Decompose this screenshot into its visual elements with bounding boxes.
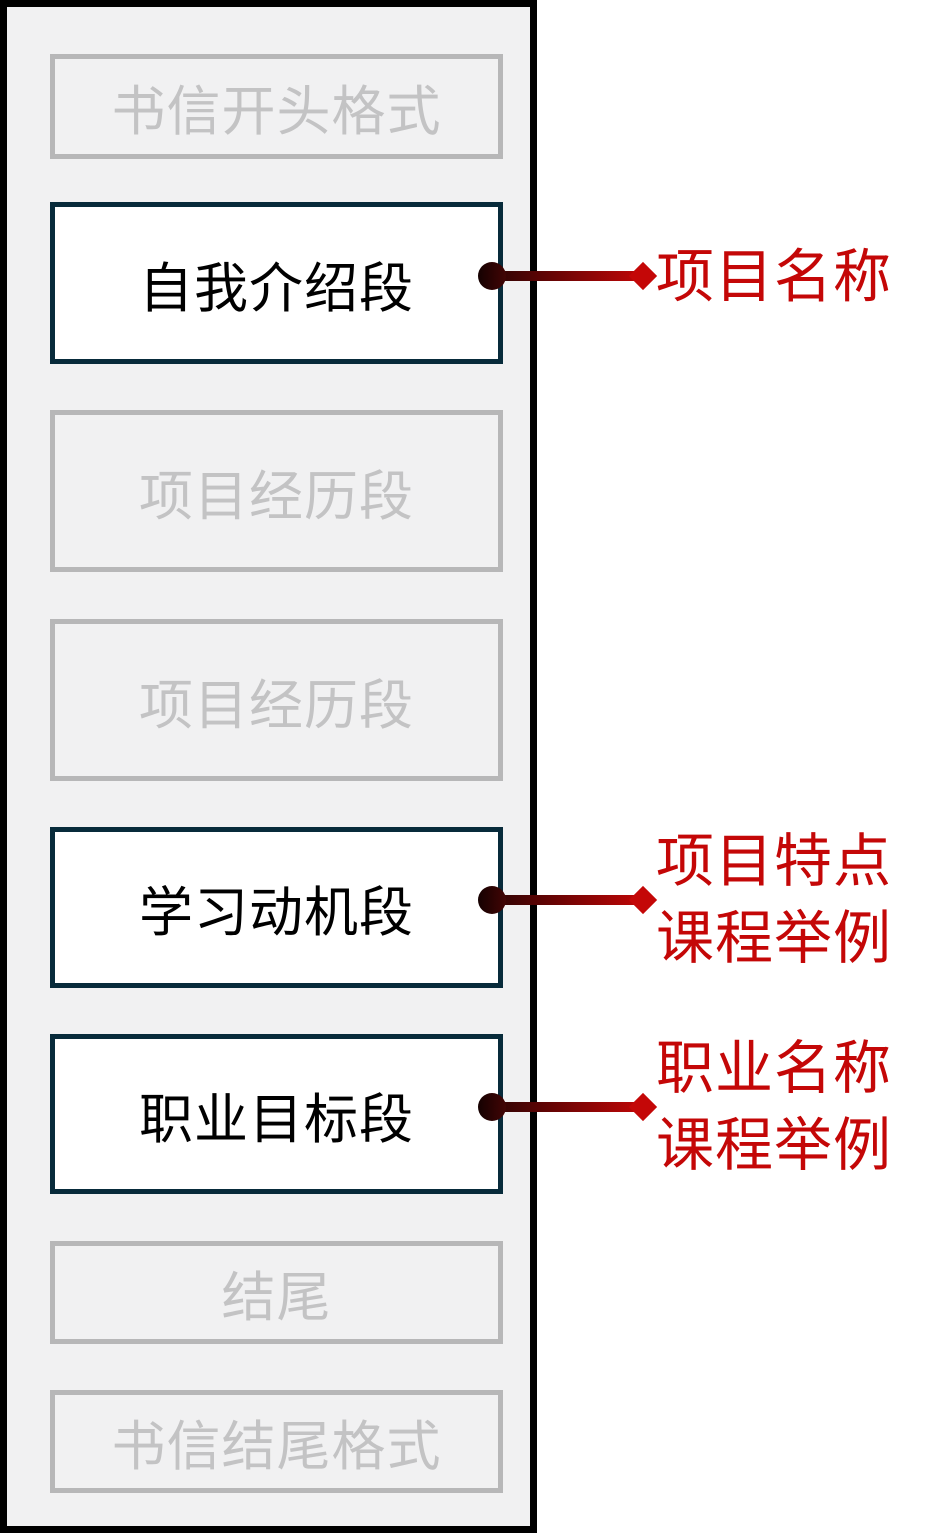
connector-tail-dot (478, 886, 506, 914)
annotation-line: 课程举例 (656, 1111, 893, 1179)
section-box-project-experience-1: 项目经历段 (50, 410, 503, 572)
connector-diamond-arrowhead (628, 1092, 658, 1122)
section-box-career-goal: 职业目标段 (50, 1034, 503, 1194)
section-label: 项目经历段 (139, 464, 414, 528)
connector-diamond-arrowhead (628, 885, 658, 915)
section-box-project-experience-2: 项目经历段 (50, 619, 503, 781)
section-label: 项目经历段 (139, 673, 414, 737)
annotation-line: 课程举例 (656, 904, 893, 972)
connector-line (491, 271, 634, 281)
section-box-letter-opening: 书信开头格式 (50, 54, 503, 159)
section-box-closing: 结尾 (50, 1241, 503, 1344)
section-label: 学习动机段 (139, 881, 414, 944)
section-label: 书信结尾格式 (111, 1415, 442, 1478)
annotation-project-features-courses: 项目特点 课程举例 (656, 823, 892, 977)
letter-structure-column: 书信开头格式 自我介绍段 项目经历段 项目经历段 学习动机段 职业目标段 结尾 … (0, 0, 537, 1533)
connector-tail-dot (478, 262, 506, 290)
connector-line (491, 1102, 634, 1112)
section-label: 书信开头格式 (111, 80, 442, 143)
connector-diamond-arrowhead (628, 261, 658, 291)
section-label: 自我介绍段 (139, 256, 414, 320)
annotation-line: 项目特点 (656, 827, 893, 895)
annotation-line: 项目名称 (656, 242, 893, 311)
connector-line (491, 895, 634, 905)
annotation-project-name: 项目名称 (656, 239, 892, 316)
section-label: 职业目标段 (139, 1087, 414, 1151)
section-box-letter-closing-format: 书信结尾格式 (50, 1390, 503, 1493)
section-box-study-motivation: 学习动机段 (50, 827, 503, 988)
connector-tail-dot (478, 1093, 506, 1121)
section-label: 结尾 (221, 1266, 332, 1329)
annotation-career-name-courses: 职业名称 课程举例 (656, 1030, 892, 1184)
annotation-line: 职业名称 (656, 1034, 893, 1102)
section-box-self-introduction: 自我介绍段 (50, 202, 503, 364)
